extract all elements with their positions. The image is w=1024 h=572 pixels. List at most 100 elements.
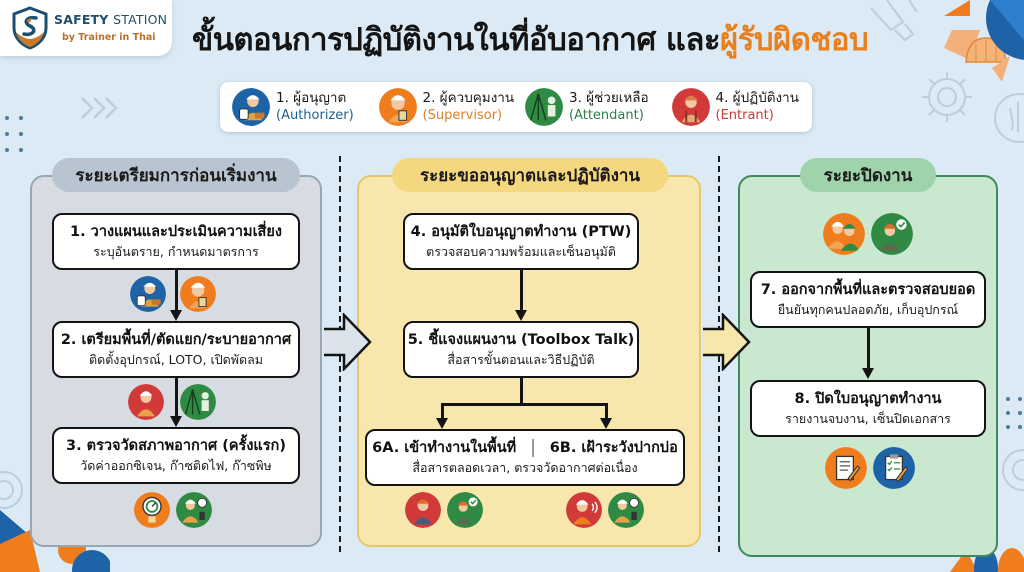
supervisor-icon [378, 88, 417, 126]
step-description: วัดค่าออกซิเจน, ก๊าซติดไฟ, ก๊าซพิษ [80, 457, 272, 473]
connector-line [520, 270, 523, 312]
arrow-down-icon [170, 310, 182, 321]
step-title: 8. ปิดใบอนุญาตทำงาน [794, 390, 942, 407]
step-1-roles [130, 276, 216, 312]
step-8-roles [825, 447, 915, 489]
step-5-toolbox-talk: 5. ชี้แจงแผนงาน (Toolbox Talk) สื่อสารขั… [403, 321, 639, 378]
step-title: 5. ชี้แจงแผนงาน (Toolbox Talk) [407, 331, 635, 348]
gear-icon [922, 72, 972, 122]
entrant-icon [671, 88, 710, 126]
step-3-atmospheric-testing: 3. ตรวจวัดสภาพอากาศ (ครั้งแรก) วัดค่าออก… [52, 427, 300, 484]
shield-logo-icon [12, 6, 48, 50]
helmet-outline-icon [994, 93, 1024, 143]
attendant-icon [525, 88, 563, 126]
step-2-roles [128, 384, 216, 420]
attendant-gas-check-icon [608, 492, 644, 528]
step-title: 3. ตรวจวัดสภาพอากาศ (ครั้งแรก) [66, 437, 286, 454]
phase-label-closeout: ระยะปิดงาน [800, 158, 936, 192]
phase-label-preparation: ระยะเตรียมการก่อนเริ่มงาน [52, 158, 300, 192]
legend-label-en: (Entrant) [715, 108, 774, 123]
legend-item-attendant: 3. ผู้ช่วยเหลือ (Attendant) [525, 88, 666, 126]
step-description: ติดตั้งอุปกรณ์, LOTO, เปิดพัดลม [88, 351, 264, 367]
legend-label-th: 1. ผู้อนุญาต [276, 90, 347, 106]
step-description: ตรวจสอบความพร้อมและเซ็นอนุมัติ [426, 243, 616, 259]
attendant-gas-check-icon [176, 492, 212, 528]
arrow-down-icon [515, 310, 527, 321]
attendant-icon [180, 384, 216, 420]
legend-item-authorizer: 1. ผู้อนุญาต (Authorizer) [232, 88, 373, 126]
step-title: 2. เตรียมพื้นที่/ตัดแยก/ระบายอากาศ [60, 331, 292, 348]
gloves-icon [870, 0, 918, 42]
step-title-6b: 6B. เฝ้าระวังปากบ่อ [549, 439, 678, 456]
step-8-close-permit: 8. ปิดใบอนุญาตทำงาน รายงานจบงาน, เซ็นปิด… [750, 380, 986, 437]
attendant-radio-icon [566, 492, 602, 528]
connector-line [520, 378, 523, 404]
step-3-roles [134, 492, 212, 528]
step-separator [532, 438, 534, 457]
phase-arrow-icon [324, 313, 372, 371]
step-4-approve-ptw: 4. อนุมัติใบอนุญาตทำงาน (PTW) ตรวจสอบควา… [403, 213, 639, 270]
page-title-main: ขั้นตอนการปฏิบัติงานในที่อับอากาศ และ [192, 22, 721, 58]
brand-name-light: STATION [113, 12, 168, 27]
arrow-down-icon [170, 416, 182, 427]
arrow-down-icon [862, 368, 874, 379]
phase-label-permit-work: ระยะขออนุญาตและปฏิบัติงาน [392, 158, 668, 192]
connector-line [605, 403, 608, 419]
supervisor-team-icon [823, 213, 865, 255]
connector-line [867, 328, 870, 370]
arrow-down-icon [436, 418, 448, 429]
connector-line [441, 403, 444, 419]
roles-legend: 1. ผู้อนุญาต (Authorizer) 2. ผู้ควบคุมงา… [220, 82, 812, 132]
gear-icon [0, 471, 23, 509]
brand-tagline: by Trainer in Thai [62, 32, 156, 43]
step-7-exit-headcount: 7. ออกจากพื้นที่และตรวจสอบยอด ยืนยันทุกค… [750, 271, 986, 328]
document-sign-icon [825, 447, 867, 489]
step-description: รายงานจบงาน, เซ็นปิดเอกสาร [785, 410, 951, 426]
supervisor-icon [180, 276, 216, 312]
checklist-sign-icon [873, 447, 915, 489]
legend-label-en: (Authorizer) [276, 108, 354, 123]
gas-meter-icon [134, 492, 170, 528]
dots-decoration [1006, 397, 1022, 429]
step-6-enter-and-monitor: 6A. เข้าทำงานในพื้นที่ 6B. เฝ้าระวังปากบ… [365, 429, 685, 486]
phase-arrow-icon [703, 313, 751, 371]
connector-line [175, 378, 178, 418]
step-2-prepare-isolate-ventilate: 2. เตรียมพื้นที่/ตัดแยก/ระบายอากาศ ติดตั… [52, 321, 300, 378]
entrant-icon [405, 492, 441, 528]
gear-icon [1002, 449, 1024, 491]
legend-label-th: 4. ผู้ปฏิบัติงาน [715, 90, 799, 106]
legend-item-entrant: 4. ผู้ปฏิบัติงาน (Entrant) [671, 88, 813, 126]
entrant-check-icon [447, 492, 483, 528]
step-title-6a: 6A. เข้าทำงานในพื้นที่ [372, 439, 517, 456]
step-6a-roles [405, 492, 483, 528]
brand-logo-card: SAFETY STATION by Trainer in Thai [0, 0, 172, 56]
step-title: 7. ออกจากพื้นที่และตรวจสอบยอด [760, 281, 976, 298]
legend-item-supervisor: 2. ผู้ควบคุมงาน (Supervisor) [378, 88, 520, 126]
chevrons-decoration [81, 97, 118, 119]
dots-decoration [5, 116, 23, 152]
connector-line [175, 270, 178, 312]
brand-name: SAFETY STATION [54, 12, 167, 27]
page-title-accent: ผู้รับผิดชอบ [720, 22, 869, 58]
legend-label-en: (Attendant) [569, 108, 644, 123]
legend-label-th: 3. ผู้ช่วยเหลือ [569, 90, 649, 106]
authorizer-icon [130, 276, 166, 312]
entrant-icon [128, 384, 164, 420]
step-description: สื่อสารตลอดเวลา, ตรวจวัดอากาศต่อเนื่อง [412, 459, 638, 475]
page-title: ขั้นตอนการปฏิบัติงานในที่อับอากาศ และผู้… [192, 14, 869, 64]
entrant-check-icon [871, 213, 913, 255]
step-6b-roles [566, 492, 644, 528]
step-1-plan-risk-assessment: 1. วางแผนและประเมินความเสี่ยง ระบุอันตรา… [52, 213, 300, 270]
step-title: 1. วางแผนและประเมินความเสี่ยง [70, 223, 282, 240]
legend-label-th: 2. ผู้ควบคุมงาน [422, 90, 515, 106]
legend-label-en: (Supervisor) [422, 108, 503, 123]
authorizer-icon [232, 88, 270, 126]
corner-shapes-decoration [944, 0, 1024, 82]
brand-name-bold: SAFETY [54, 12, 109, 27]
step-7-roles [823, 213, 913, 255]
step-description: ระบุอันตราย, กำหนดมาตรการ [93, 243, 259, 259]
step-description: ยืนยันทุกคนปลอดภัย, เก็บอุปกรณ์ [777, 301, 959, 317]
step-title: 4. อนุมัติใบอนุญาตทำงาน (PTW) [410, 223, 632, 240]
arrow-down-icon [600, 418, 612, 429]
connector-line [441, 403, 607, 406]
